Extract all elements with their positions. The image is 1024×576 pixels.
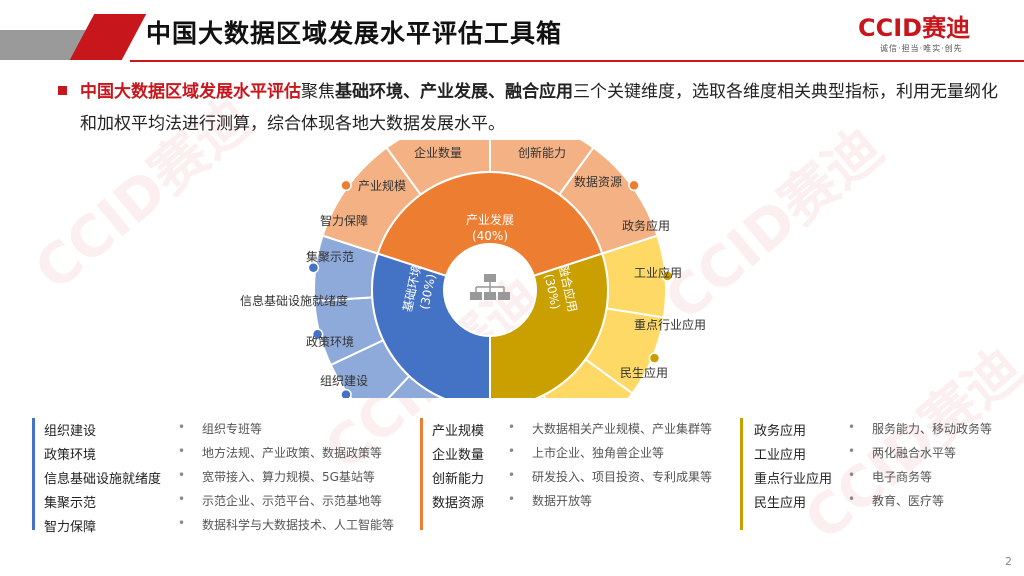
main-sector-foundation (371, 252, 491, 398)
intro-dimensions: 基础环境、产业发展、融合应用 (335, 82, 573, 102)
bullet-square-icon (58, 86, 67, 95)
legend-category: 政策环境 (44, 448, 97, 463)
legend-category: 智力保障 (44, 520, 97, 535)
header-red-accent (69, 14, 147, 60)
legend-category: 数据资源 (432, 496, 485, 511)
intro-lead: 中国大数据区域发展水平评估 (80, 82, 301, 102)
intro-text-1: 聚焦 (301, 82, 335, 102)
legend-description: 大数据相关产业规模、产业集群等 (508, 420, 712, 437)
legend-description: 地方法规、产业政策、数据政策等 (178, 444, 382, 461)
legend-category: 民生应用 (754, 496, 807, 511)
outer-label-org: 组织建设 (320, 374, 368, 388)
evaluation-fan-diagram: 产业发展 (40%) 基础环境 (30%) 融合应用 (30%) 组织建设 政策… (240, 140, 706, 398)
outer-label-gov: 政务应用 (622, 218, 670, 233)
page-title: 中国大数据区域发展水平评估工具箱 (146, 19, 563, 48)
indicator-dot (340, 179, 352, 192)
logo-slogan: 诚信·担当·唯实·创先 (880, 44, 963, 53)
indicator-dot (648, 352, 661, 364)
indicator-dot (311, 328, 324, 341)
legend-category: 工业应用 (754, 448, 807, 463)
legend-description: 服务能力、移动政务等 (848, 420, 992, 437)
column-accent-bar (420, 418, 423, 530)
column-accent-bar (32, 418, 35, 530)
segment-label-industry: 产业发展 (466, 212, 514, 227)
intro-paragraph: 中国大数据区域发展水平评估聚焦基础环境、产业发展、融合应用三个关键维度，选取各维… (80, 76, 1005, 140)
outer-label-innovation: 创新能力 (518, 145, 566, 160)
legend-category: 政务应用 (754, 424, 807, 439)
legend-category: 产业规模 (432, 424, 485, 439)
column-accent-bar (740, 418, 743, 530)
indicator-dot (628, 179, 640, 192)
legend-description: 数据科学与大数据技术、人工智能等 (178, 516, 394, 533)
page-number: 2 (1005, 555, 1012, 568)
legend-description: 上市企业、独角兽企业等 (508, 444, 664, 461)
outer-label-talent: 智力保障 (320, 213, 368, 228)
legend-description: 数据开放等 (508, 492, 592, 509)
main-sector-industry (376, 171, 604, 278)
outer-label-data: 数据资源 (574, 174, 622, 189)
legend-category: 重点行业应用 (754, 472, 833, 487)
legend-category: 集聚示范 (44, 496, 97, 511)
fan-shapes (307, 140, 674, 398)
outer-label-cluster: 集聚示范 (306, 249, 354, 264)
legend-category: 企业数量 (432, 448, 485, 463)
legend-description: 示范企业、示范平台、示范基地等 (178, 492, 382, 509)
segment-weight-industry: (40%) (472, 229, 508, 243)
legend-category: 组织建设 (44, 424, 97, 439)
indicator-dot (340, 388, 352, 398)
outer-label-key-industry: 重点行业应用 (634, 317, 706, 332)
legend-description: 教育、医疗等 (848, 492, 944, 509)
legend-description: 研发投入、项目投资、专利成果等 (508, 468, 712, 485)
outer-label-policy: 政策环境 (306, 334, 354, 349)
outer-label-industrial: 工业应用 (634, 265, 682, 280)
legend-description: 两化融合水平等 (848, 444, 956, 461)
header-divider (130, 60, 1024, 62)
network-hierarchy-icon (470, 274, 510, 300)
intro-text-2: 三个关键维度，选取各维度相关典型指标，利用无量纲化和加权平均法进行测算，综合体现… (80, 82, 998, 134)
legend-category: 创新能力 (432, 472, 485, 487)
ccid-logo: CCID赛迪 诚信·担当·唯实·创先 (858, 8, 1008, 53)
logo-text: CCID赛迪 (858, 14, 971, 42)
legend-description: 电子商务等 (848, 468, 932, 485)
indicator-dot (307, 261, 320, 274)
legend-description: 组织专班等 (178, 420, 262, 437)
main-sector-integration (489, 252, 609, 398)
watermark: CCID赛迪 (792, 335, 1024, 554)
legend-category: 信息基础设施就绪度 (44, 472, 162, 487)
legend-description: 宽带接入、算力规模、5G基站等 (178, 468, 375, 485)
outer-label-companies: 企业数量 (414, 145, 462, 160)
outer-label-livelihood: 民生应用 (620, 365, 668, 380)
indicator-dot (661, 270, 674, 282)
outer-label-infra: 信息基础设施就绪度 (240, 293, 348, 308)
outer-label-scale: 产业规模 (358, 178, 406, 193)
